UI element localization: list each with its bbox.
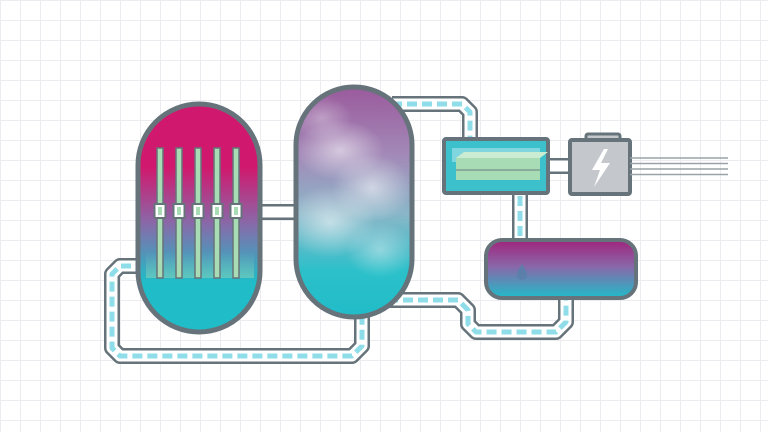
pipe-feedwater (388, 292, 574, 340)
generator (568, 132, 632, 196)
control-rod (229, 147, 243, 279)
power-lines (630, 157, 728, 176)
steam-flow (392, 101, 473, 140)
control-rod (153, 147, 167, 279)
pipe-primary-loop (104, 258, 370, 364)
turbine (442, 137, 550, 195)
lightning-bolt-icon (592, 149, 610, 187)
condenser (484, 238, 638, 300)
steam-generator (293, 84, 415, 320)
water-drop-icon (517, 264, 527, 280)
pipe-steam-line (392, 96, 478, 140)
reactor-vessel (135, 101, 263, 335)
control-rod (172, 147, 186, 279)
coolant-flow-primary (109, 263, 365, 359)
control-rod (191, 147, 205, 279)
control-rods (153, 147, 243, 279)
feedwater-flow (388, 296, 569, 335)
control-rod (210, 147, 224, 279)
